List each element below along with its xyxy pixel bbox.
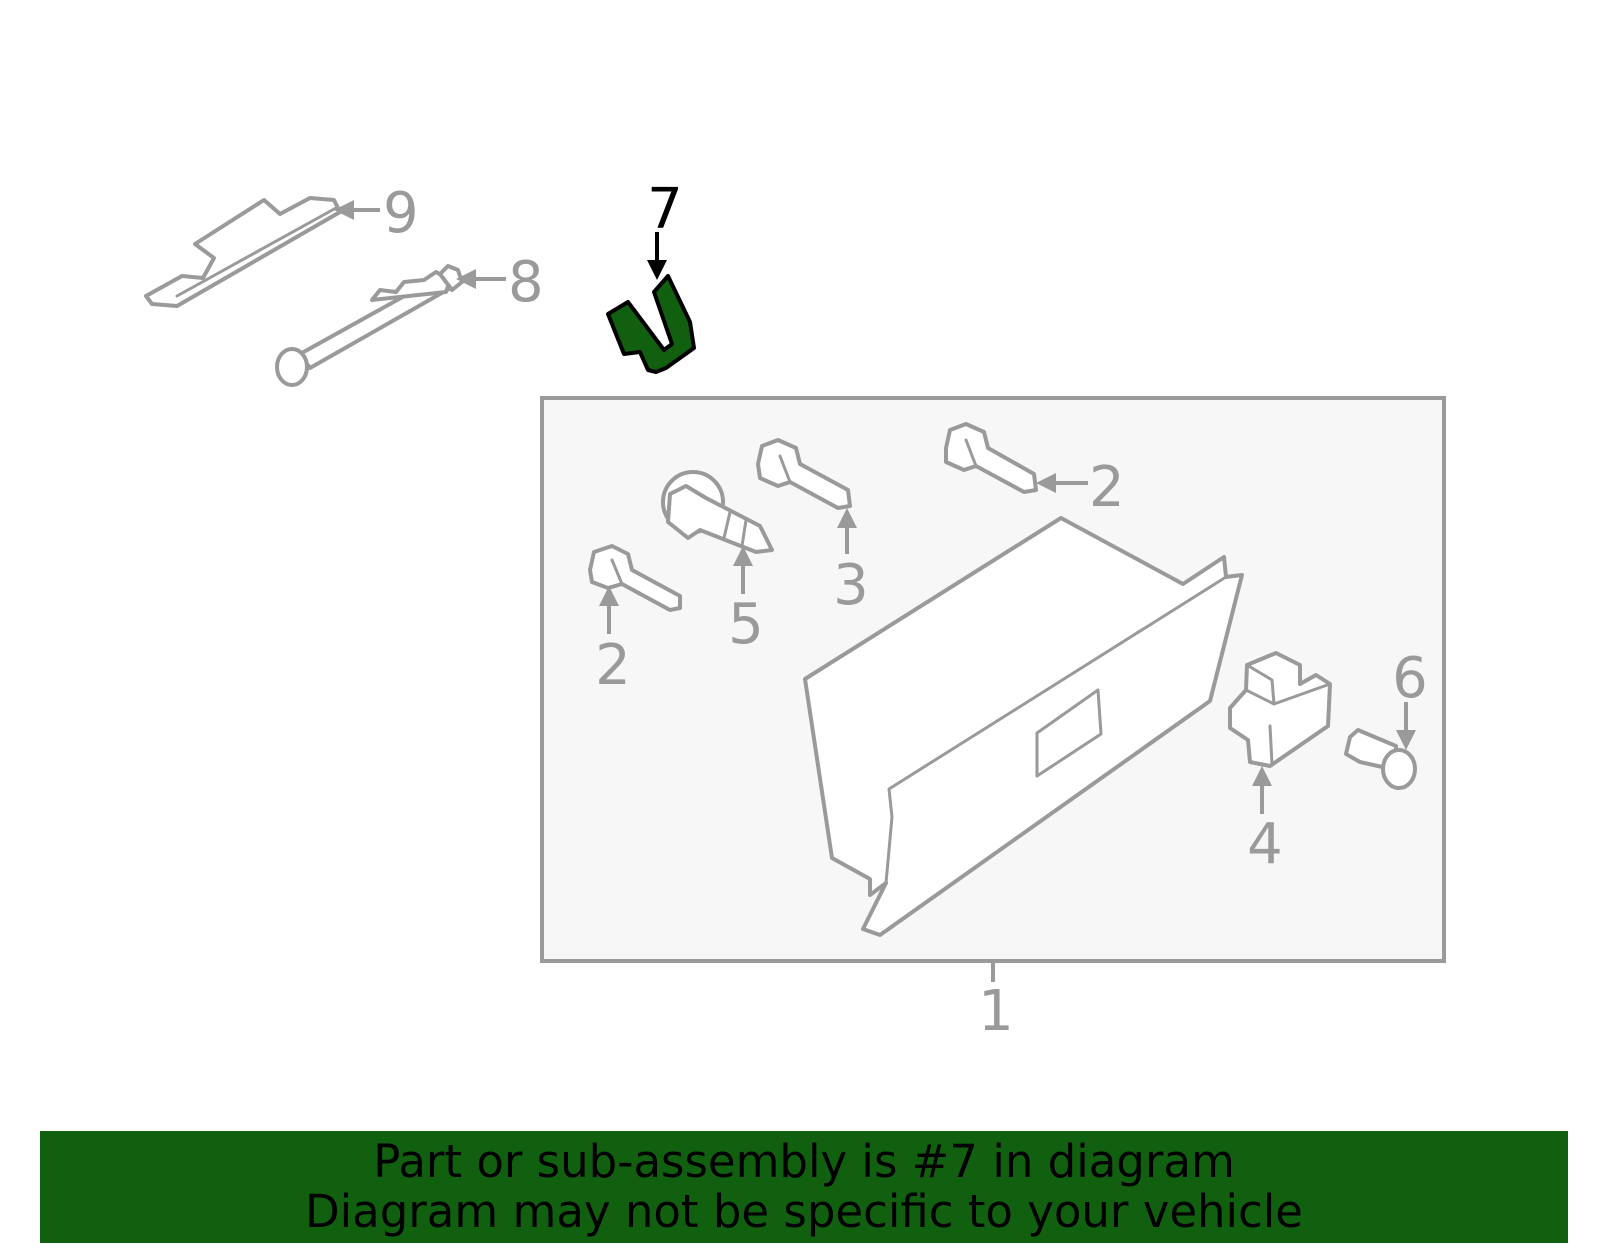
- part-3-screw[interactable]: [756, 438, 852, 510]
- callout-7: 7: [647, 177, 683, 242]
- part-5-clip[interactable]: [661, 470, 774, 554]
- part-8-hinge-pin[interactable]: [275, 264, 464, 387]
- callout-9: 9: [383, 181, 419, 246]
- callout-6: 6: [1392, 646, 1428, 711]
- part-9-bracket[interactable]: [144, 196, 342, 308]
- callout-5: 5: [728, 592, 764, 657]
- callout-1: 1: [978, 979, 1014, 1044]
- part-4-striker[interactable]: [1228, 651, 1332, 768]
- part-1-glove-box[interactable]: [803, 516, 1244, 937]
- banner-line-1: Part or sub-assembly is #7 in diagram: [373, 1135, 1235, 1188]
- part-6-bolt[interactable]: [1344, 728, 1417, 790]
- info-banner: Part or sub-assembly is #7 in diagram Di…: [40, 1131, 1568, 1243]
- callout-4: 4: [1247, 812, 1283, 877]
- callout-3: 3: [833, 553, 869, 618]
- banner-line-2: Diagram may not be specific to your vehi…: [305, 1185, 1303, 1238]
- part-2-screw-right[interactable]: [944, 422, 1038, 494]
- part-7-u-clip[interactable]: [606, 274, 696, 374]
- callout-2b: 2: [1089, 455, 1125, 520]
- callout-2a: 2: [595, 633, 631, 698]
- callout-8: 8: [508, 250, 544, 315]
